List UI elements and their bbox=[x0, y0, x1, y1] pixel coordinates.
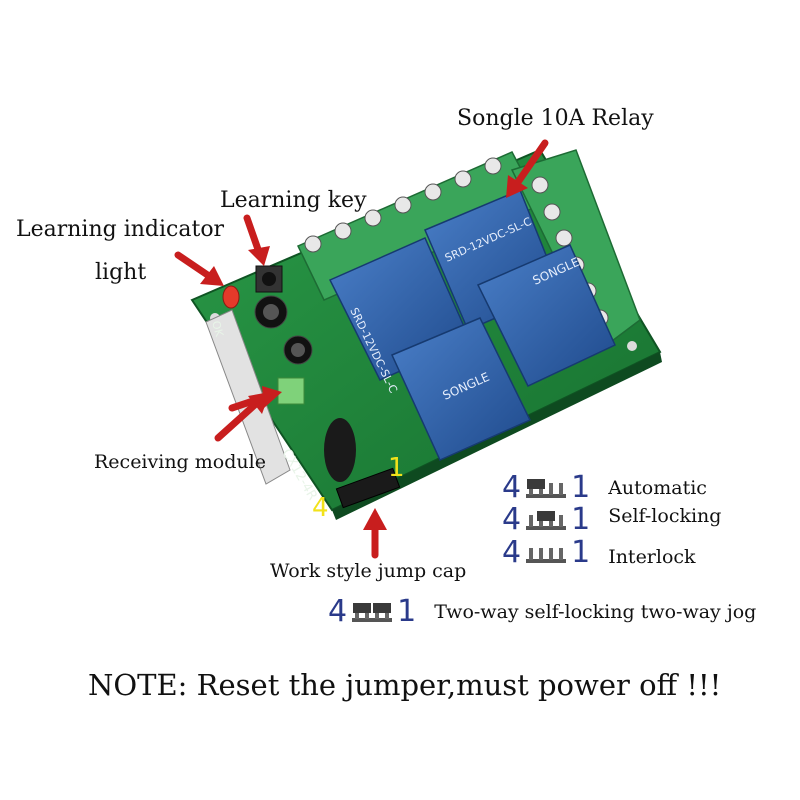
jumper-pins-icon bbox=[526, 511, 567, 530]
mode-row: 4 1 Automatic bbox=[502, 473, 707, 503]
label-indicator-line2: light bbox=[95, 260, 147, 285]
board-side-text: OK bbox=[209, 319, 226, 338]
terminal-block-top bbox=[296, 151, 542, 301]
relays: SRD-12VDC-SL-C SRD-12VDC-SL-C SONGLE SON… bbox=[328, 189, 616, 461]
mode-name: Self-locking bbox=[608, 505, 722, 527]
mode-pin-left: 4 bbox=[502, 470, 522, 505]
mode-row: 4 1 Self-locking bbox=[502, 505, 721, 535]
relay-4: SONGLE bbox=[476, 244, 616, 387]
learning-led bbox=[222, 285, 240, 309]
arrow-relay bbox=[506, 139, 549, 198]
terminal-block-left bbox=[205, 309, 291, 485]
relay-3: SONGLE bbox=[390, 317, 532, 461]
mode-name: Interlock bbox=[608, 546, 696, 568]
capacitors bbox=[254, 295, 313, 365]
arrow-receiving-2 bbox=[228, 386, 282, 412]
arrow-jump-cap bbox=[363, 508, 387, 559]
arrow-indicator bbox=[174, 251, 224, 286]
mode-name: Two-way self-locking two-way jog bbox=[434, 601, 757, 623]
arrow-learning-key bbox=[243, 214, 270, 266]
mode-pin-right: 1 bbox=[397, 594, 417, 629]
learning-key bbox=[255, 265, 283, 293]
jumper-pins-icon bbox=[352, 603, 393, 622]
label-receiving-module: Receiving module bbox=[94, 451, 266, 473]
jumper-num-right: 1 bbox=[388, 453, 405, 483]
label-relay: Songle 10A Relay bbox=[457, 106, 654, 131]
mode-row: 4 1 Two-way self-locking two-way jog bbox=[328, 597, 756, 627]
mode-row: 4 1 Interlock bbox=[502, 535, 696, 570]
mode-pin-right: 1 bbox=[571, 502, 591, 537]
mode-pin-left: 4 bbox=[328, 594, 348, 629]
jumper-pins-icon bbox=[526, 479, 567, 498]
jumper-num-left: 4 bbox=[312, 493, 329, 523]
mode-pin-right: 1 bbox=[571, 470, 591, 505]
mode-pin-right: 1 bbox=[571, 535, 591, 570]
mode-name: Automatic bbox=[608, 477, 707, 499]
mode-pin-left: 4 bbox=[502, 502, 522, 537]
mode-pin-left: 4 bbox=[502, 535, 522, 570]
receiving-module bbox=[277, 377, 356, 482]
reset-note: NOTE: Reset the jumper,must power off !!… bbox=[88, 668, 722, 702]
label-learning-key: Learning key bbox=[220, 188, 367, 213]
label-jump-cap: Work style jump cap bbox=[270, 560, 467, 582]
jumper-header bbox=[335, 467, 401, 509]
arrows bbox=[174, 139, 549, 559]
label-indicator-line1: Learning indicator bbox=[16, 217, 225, 242]
jumper-pins-icon bbox=[526, 548, 567, 563]
